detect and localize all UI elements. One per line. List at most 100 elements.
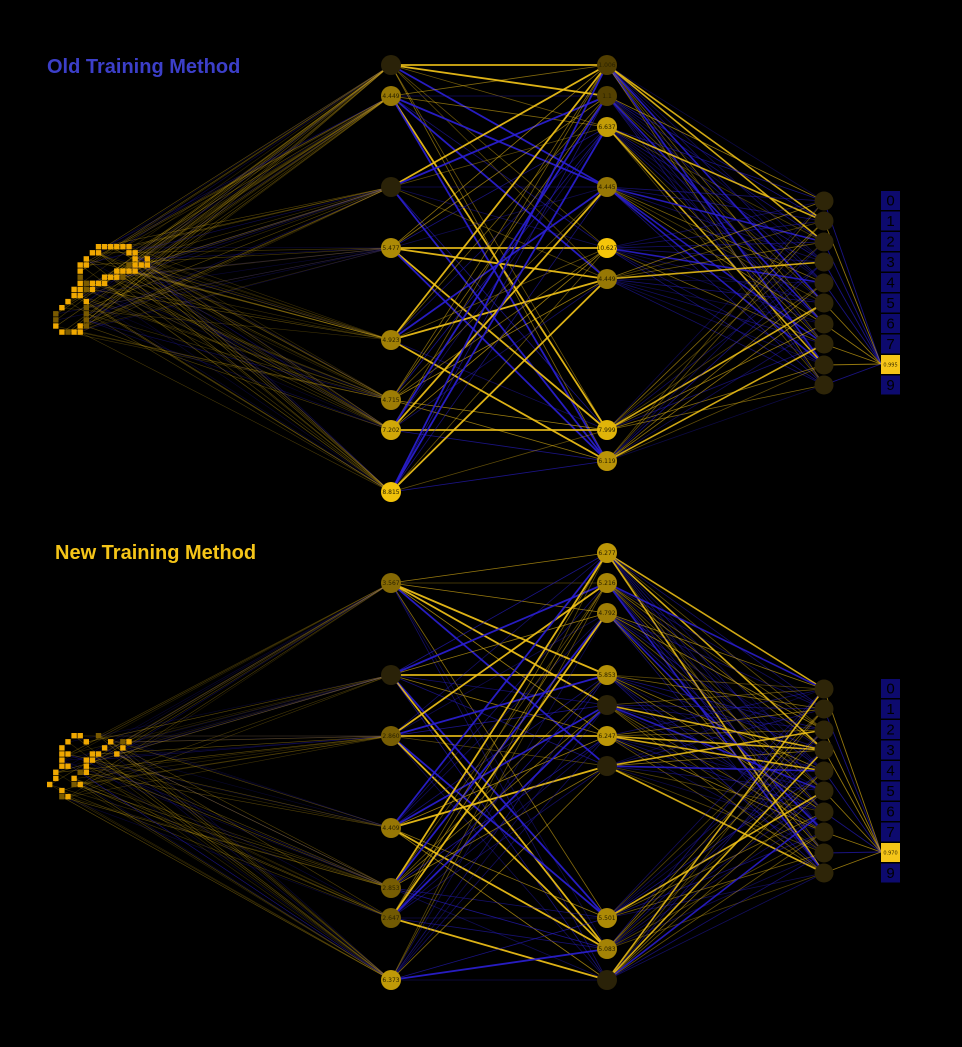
hidden1-node-value: 8.815 [382,489,399,496]
input-pixel [83,256,89,262]
edge-input-hidden1 [86,582,392,767]
edge-input-hidden1 [86,772,392,919]
digit-label: 0 [886,192,894,209]
edge-hidden1-hidden2 [390,247,608,401]
edge-hidden2-output [606,126,825,222]
input-pixel [83,286,89,293]
edge-hidden1-hidden2 [390,765,608,919]
edge-input-hidden1 [104,186,392,284]
edge-hidden2-output [606,688,825,950]
edge-hidden2-output [606,749,825,767]
input-pixel [59,787,65,794]
input-pixel [132,250,138,256]
edge-hidden1-hidden2 [390,917,608,950]
edge-input-hidden1 [86,313,392,401]
edge-input-hidden1 [129,735,392,743]
edge-hidden2-output [606,64,825,222]
edge-input-hidden1 [49,784,392,981]
edge-input-hidden1 [110,247,392,278]
edge-input-hidden1 [123,271,392,431]
output-node [814,781,834,801]
input-pixel [89,757,96,763]
hidden2-node [597,543,617,563]
input-pixel [144,256,150,262]
edge-output-result [823,363,882,386]
edge-hidden1-hidden2 [390,64,608,493]
hidden1-node-value: 4.449 [382,93,399,100]
input-pixel [77,733,83,739]
input-pixel [83,323,89,329]
hidden1-node [381,238,401,258]
edge-input-hidden1 [55,772,392,981]
hidden2-node-value: 1.006 [598,62,615,69]
edge-input-hidden1 [117,247,392,278]
edge-input-hidden1 [68,95,392,303]
edge-input-hidden1 [68,796,392,889]
edge-input-hidden1 [86,283,392,341]
hidden2-node [597,117,617,137]
edge-input-hidden1 [98,95,392,254]
edge-input-hidden1 [135,265,392,493]
edge-input-hidden1 [80,95,392,272]
hidden2-node [597,908,617,928]
edge-output-result [823,688,882,853]
hidden2-node [597,238,617,258]
edge-hidden2-output [606,708,825,919]
edge-hidden2-output [606,674,825,731]
edge-input-hidden1 [123,64,392,248]
hidden2-node-value: 4.445 [598,184,615,191]
input-pixel [77,280,83,286]
edge-hidden2-output [606,704,825,731]
edge-hidden1-hidden2 [390,64,608,128]
edge-hidden2-output [606,790,825,950]
edge-output-result [823,831,882,853]
edge-hidden2-output [606,247,825,284]
edge-hidden2-output [606,200,825,280]
edge-input-hidden1 [116,754,392,919]
output-node [814,720,834,740]
edge-input-hidden1 [123,741,392,829]
edge-input-hidden1 [116,64,392,278]
edge-hidden2-output [606,220,825,280]
edge-hidden1-hidden2 [390,64,608,431]
input-pixel [114,268,120,274]
output-node [814,211,834,231]
edge-hidden2-output [606,688,825,737]
digit-label: 1 [886,213,894,230]
edge-input-hidden1 [123,741,392,981]
edge-input-hidden1 [104,95,392,248]
input-pixel [77,329,83,335]
edge-input-hidden1 [80,64,392,284]
edge-hidden2-output [606,241,825,249]
edge-input-hidden1 [129,265,392,493]
input-pixel [132,256,138,262]
edge-hidden1-hidden2 [390,735,608,829]
edge-hidden2-output [606,247,825,325]
edge-hidden1-hidden2 [390,64,608,401]
edge-hidden2-output [606,364,825,462]
edge-hidden2-output [606,95,825,284]
edge-input-hidden1 [122,246,392,493]
hidden1-node [381,726,401,746]
edge-hidden1-hidden2 [390,552,608,676]
edge-hidden2-output [606,126,825,325]
edge-input-hidden1 [129,95,392,254]
hidden2-node [597,970,617,990]
edge-input-hidden1 [129,186,392,272]
edge-hidden2-output [606,64,825,243]
edge-hidden2-output [606,247,825,345]
input-pixel [95,733,102,739]
edge-hidden1-hidden2 [390,582,608,889]
edge-input-hidden1 [62,674,392,761]
input-pixel [95,244,102,250]
edge-hidden1-hidden2 [390,552,608,889]
edge-input-hidden1 [80,582,392,786]
edge-hidden2-output [606,64,825,304]
output-node [814,822,834,842]
edge-input-hidden1 [92,735,392,755]
output-node [814,843,834,863]
edge-input-hidden1 [56,247,392,321]
edge-input-hidden1 [86,735,392,761]
edge-hidden1-hidden2 [390,247,608,462]
input-pixel [53,311,59,317]
